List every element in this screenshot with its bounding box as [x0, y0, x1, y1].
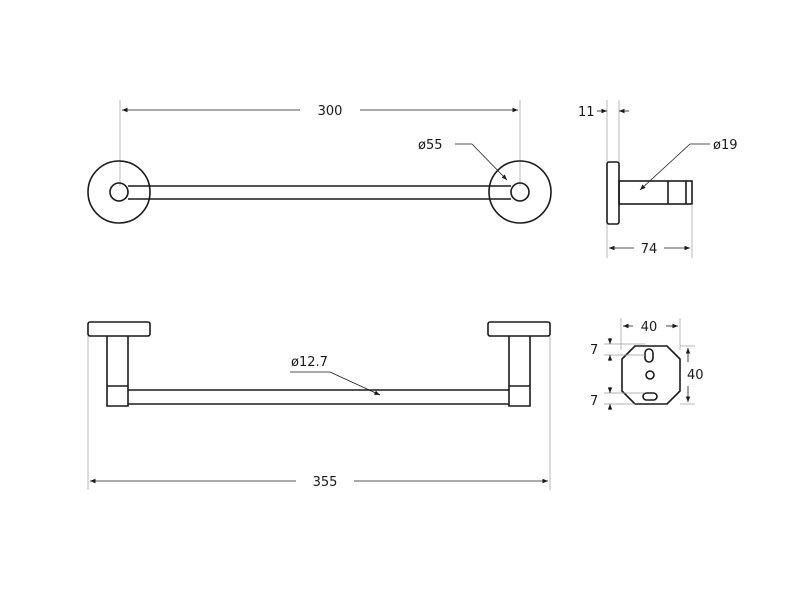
left-cap — [87, 321, 151, 337]
right-post — [508, 336, 531, 407]
flange-slot-bottom — [642, 392, 658, 401]
side-rod — [618, 180, 693, 205]
front-bar — [128, 389, 509, 405]
left-flange-outer — [87, 160, 151, 224]
flange-hole-top — [644, 348, 654, 363]
dim-40-height: 40 — [687, 368, 704, 383]
flange-hole-center — [645, 370, 655, 380]
flange-plan-view: 40 40 7 7 — [590, 318, 704, 410]
right-flange-outer — [488, 160, 552, 224]
dim-dia-19: ø19 — [713, 138, 738, 153]
dim-11: 11 — [578, 105, 595, 120]
top-view: 300 ø55 — [87, 100, 552, 224]
dim-7-bottom: 7 — [590, 394, 598, 409]
dim-355: 355 — [313, 475, 338, 490]
dim-40-width: 40 — [641, 320, 658, 335]
dim-300: 300 — [318, 104, 343, 119]
side-flange — [606, 161, 620, 225]
right-flange-inner — [510, 182, 530, 202]
flange-octagon — [621, 345, 681, 405]
dim-dia-12-7: ø12.7 — [291, 355, 328, 370]
dim-7-top: 7 — [590, 343, 598, 358]
left-post — [106, 336, 129, 407]
left-flange-inner — [109, 182, 129, 202]
top-bar — [128, 185, 511, 200]
dim-74: 74 — [641, 242, 658, 257]
right-cap — [487, 321, 551, 337]
dim-dia-55: ø55 — [418, 138, 443, 153]
side-view: 11 ø19 74 — [578, 100, 738, 258]
front-view: ø12.7 355 — [87, 321, 551, 490]
